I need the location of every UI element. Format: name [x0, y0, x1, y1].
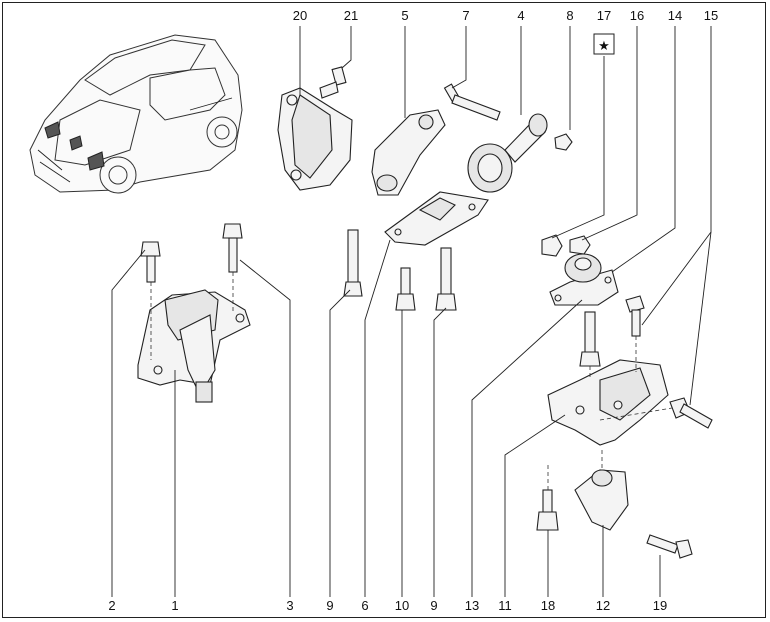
- callout-3: 3: [286, 598, 293, 613]
- part-18-stud: [536, 489, 559, 531]
- part-21-bolt: [319, 66, 347, 99]
- part-13-mount: [549, 253, 619, 306]
- callout-2: 2: [108, 598, 115, 613]
- part-11-bracket: [547, 336, 673, 446]
- part-4-torque-rod: [467, 113, 548, 193]
- leader-lines: [111, 26, 712, 597]
- callout-20: 20: [293, 8, 307, 23]
- part-3-bolt: [222, 223, 243, 273]
- part-1-mount: [137, 272, 251, 403]
- callout-13: 13: [465, 598, 479, 613]
- part-9-bolt-right: [435, 247, 457, 311]
- part-9-bolt-left: [343, 229, 363, 297]
- callout-9-left: 9: [326, 598, 333, 613]
- callout-4: 4: [517, 8, 524, 23]
- callout-1: 1: [171, 598, 178, 613]
- part-14-bolt: [579, 311, 601, 367]
- callout-16: 16: [630, 8, 644, 23]
- callout-14: 14: [668, 8, 682, 23]
- part-8-nut: [554, 133, 573, 151]
- star-symbol: ★: [598, 38, 610, 53]
- callout-19: 19: [653, 598, 667, 613]
- part-6-plate: [384, 191, 489, 246]
- part-17-nut: [541, 234, 563, 257]
- part-19-bolt: [646, 534, 693, 559]
- part-20-bracket: [277, 87, 353, 191]
- callout-17: 17: [597, 8, 611, 23]
- callout-6: 6: [361, 598, 368, 613]
- vehicle-illustration: [29, 34, 243, 194]
- part-16-nut: [569, 235, 591, 255]
- callout-11: 11: [498, 598, 512, 613]
- callout-8: 8: [566, 8, 573, 23]
- callout-10: 10: [395, 598, 409, 613]
- callout-15: 15: [704, 8, 718, 23]
- part-5-link: [371, 109, 446, 196]
- callout-18: 18: [541, 598, 555, 613]
- callout-7: 7: [462, 8, 469, 23]
- callout-9-right: 9: [430, 598, 437, 613]
- callout-21: 21: [344, 8, 358, 23]
- part-7-bolt: [443, 83, 501, 121]
- part-12-bracket: [547, 450, 629, 531]
- part-15-bolt-upper: [625, 295, 645, 337]
- part-15-bolt-lower: [669, 397, 713, 429]
- star-box: [593, 33, 615, 55]
- callout-5: 5: [401, 8, 408, 23]
- part-10-bolt: [395, 267, 416, 311]
- callout-12: 12: [596, 598, 610, 613]
- part-2-bolt: [140, 241, 161, 283]
